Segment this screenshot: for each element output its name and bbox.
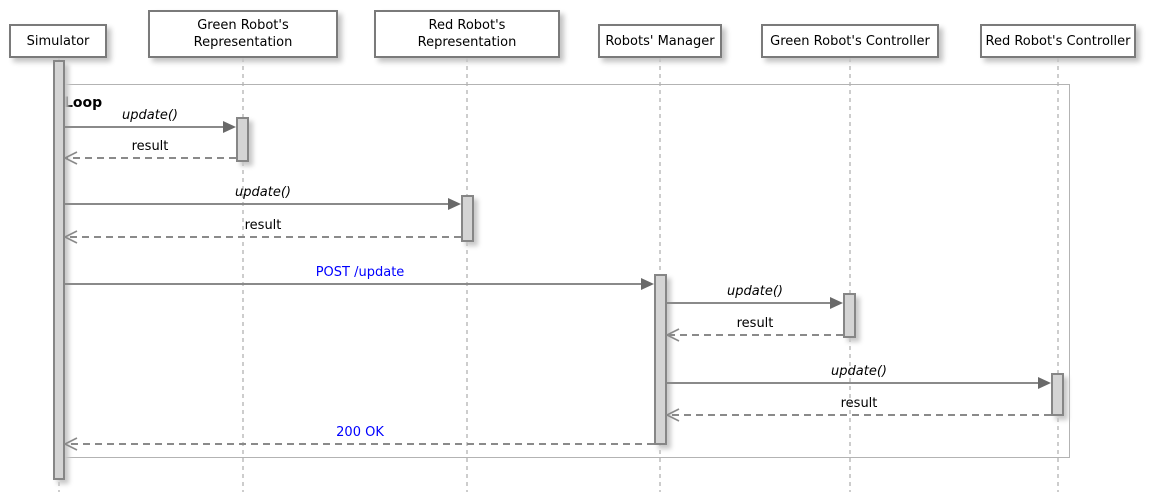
- arrowhead-filled-icon: [1038, 377, 1051, 389]
- message-label-update-green-rep: update(): [122, 108, 178, 123]
- loop-frame-label: Loop: [64, 95, 103, 111]
- activation-simulator: [53, 60, 65, 480]
- message-label-200-ok: 200 OK: [336, 425, 384, 440]
- arrowhead-open-icon: [63, 151, 78, 165]
- message-label-post-update: POST /update: [315, 265, 405, 280]
- message-label-update-green-ctrl: update(): [727, 284, 783, 299]
- participant-red-robot-controller: Red Robot's Controller: [980, 24, 1136, 58]
- message-label-result-green-rep: result: [131, 139, 169, 154]
- message-label-update-red-ctrl: update(): [831, 364, 887, 379]
- arrowhead-filled-icon: [223, 121, 236, 133]
- participant-simulator: Simulator: [9, 24, 107, 58]
- arrowhead-open-icon: [63, 437, 78, 451]
- activation-green-robot-representation: [236, 117, 249, 162]
- activation-red-robot-representation: [461, 195, 474, 242]
- arrowhead-filled-icon: [641, 278, 654, 290]
- arrowhead-open-icon: [665, 328, 680, 342]
- arrowhead-filled-icon: [448, 198, 461, 210]
- message-label-update-red-rep: update(): [235, 185, 291, 200]
- activation-green-robot-controller: [843, 293, 856, 338]
- message-label-result-red-rep: result: [244, 218, 282, 233]
- participant-green-robot-representation: Green Robot's Representation: [148, 10, 338, 58]
- message-label-result-red-ctrl: result: [840, 396, 878, 411]
- activation-red-robot-controller: [1051, 373, 1064, 416]
- participant-robots-manager: Robots' Manager: [598, 24, 722, 58]
- message-label-result-green-ctrl: result: [736, 316, 774, 331]
- activation-robots-manager: [654, 274, 667, 445]
- participant-green-robot-controller: Green Robot's Controller: [761, 24, 939, 58]
- arrowhead-open-icon: [63, 230, 78, 244]
- arrowhead-open-icon: [665, 408, 680, 422]
- participant-red-robot-representation: Red Robot's Representation: [374, 10, 560, 58]
- arrowhead-filled-icon: [830, 297, 843, 309]
